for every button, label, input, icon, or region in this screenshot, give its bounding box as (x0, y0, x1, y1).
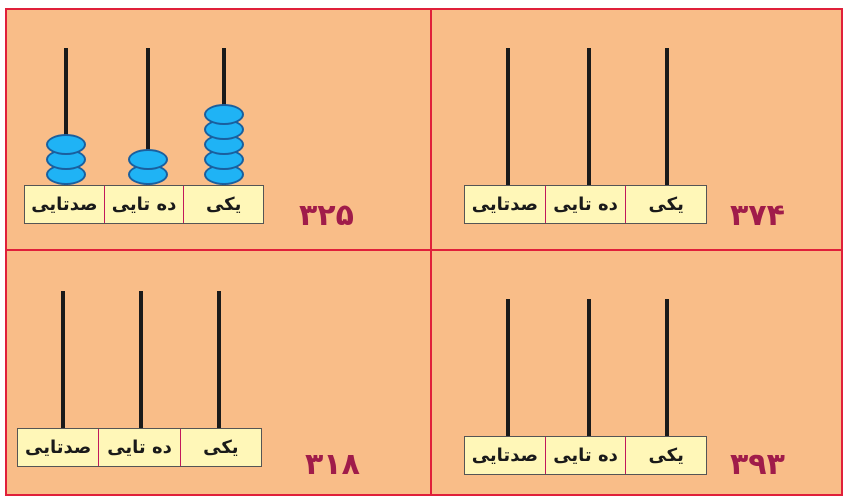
label-tens: ده تایی (544, 437, 626, 474)
panel-top-right: صدتایی ده تایی یکی ۳۷۴ (432, 10, 846, 250)
number-label: ۳۷۴ (730, 198, 785, 233)
label-hundreds: صدتایی (25, 437, 92, 458)
label-ones: یکی (625, 437, 706, 474)
panel-top-left: صدتایی ده تایی یکی ۳۲۵ (7, 10, 427, 250)
rod-tens (587, 48, 591, 185)
label-hundreds: صدتایی (31, 194, 98, 215)
rod-tens (139, 291, 143, 428)
rod-tens (146, 48, 150, 185)
rod-hundreds (64, 48, 68, 185)
rod-hundreds (506, 299, 510, 436)
rod-hundreds (61, 291, 65, 428)
number-label: ۳۹۳ (730, 447, 785, 482)
horizontal-divider (7, 249, 841, 251)
rod-ones (665, 48, 669, 185)
abacus-bead (204, 104, 244, 125)
abacus-bead (128, 149, 168, 170)
label-tens: ده تایی (103, 186, 184, 223)
rod-ones (217, 291, 221, 428)
rod-ones (665, 299, 669, 436)
abacus-worksheet: صدتایی ده تایی یکی ۳۲۵ صدتایی ده تایی یک… (5, 8, 843, 496)
label-ones: یکی (179, 429, 261, 466)
label-ones: یکی (625, 186, 706, 223)
place-value-labels: صدتایی ده تایی یکی (464, 185, 707, 224)
rod-tens (587, 299, 591, 436)
number-label: ۳۲۵ (299, 198, 354, 233)
place-value-labels: صدتایی ده تایی یکی (17, 428, 262, 467)
number-label: ۳۱۸ (305, 447, 360, 482)
rod-hundreds (506, 48, 510, 185)
label-tens: ده تایی (98, 429, 179, 466)
label-tens: ده تایی (544, 186, 626, 223)
abacus-bead (46, 134, 86, 155)
place-value-labels: صدتایی ده تایی یکی (24, 185, 264, 224)
label-ones: یکی (183, 186, 263, 223)
label-hundreds: صدتایی (471, 194, 538, 215)
panel-bottom-left: صدتایی ده تایی یکی ۳۱۸ (7, 251, 427, 491)
label-hundreds: صدتایی (471, 445, 538, 466)
vertical-divider (430, 10, 432, 494)
place-value-labels: صدتایی ده تایی یکی (464, 436, 707, 475)
panel-bottom-right: صدتایی ده تایی یکی ۳۹۳ (432, 251, 846, 491)
